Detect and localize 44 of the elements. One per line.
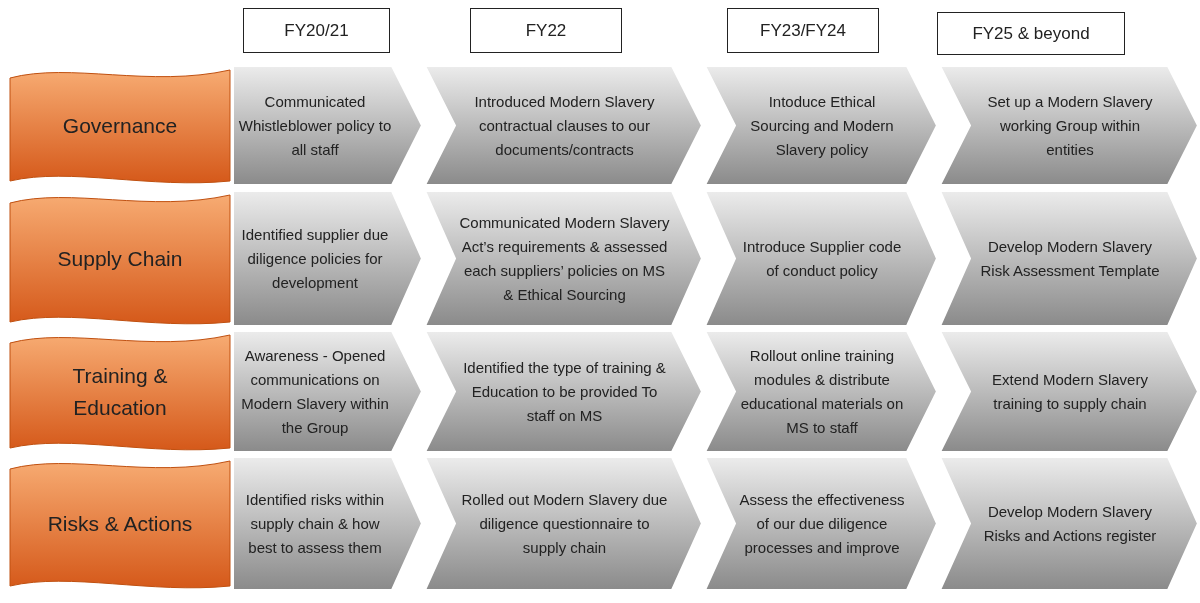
row-banner: [10, 191, 230, 326]
milestone-text: Rollout online training modules & distribute educational materials on MS to staff: [739, 345, 905, 438]
year-header: FY22: [470, 8, 622, 53]
row-title: Risks & Actions: [46, 510, 194, 537]
milestone-text: Identified the type of training & Education to be provided To staff on MS: [462, 357, 667, 426]
row-title: Training & Education: [71, 363, 169, 421]
row-banner: [10, 66, 230, 185]
milestone-text: Intoduce Ethical Sourcing and Modern Slavery policy: [749, 91, 895, 160]
year-header: FY25 & beyond: [937, 12, 1125, 55]
milestone-panel: [233, 331, 422, 452]
milestone-panel: [940, 331, 1198, 452]
milestone-panel: [425, 191, 702, 326]
milestone-text: Introduce Supplier code of conduct policy: [741, 236, 903, 281]
milestone-panel: [425, 331, 702, 452]
milestone-text: Set up a Modern Slavery working Group within entities: [986, 91, 1154, 160]
milestone-panel: [705, 457, 937, 590]
milestone-text: Develop Modern Slavery Risks and Actions register: [982, 501, 1158, 546]
milestone-panel: [705, 331, 937, 452]
year-header: FY20/21: [243, 8, 390, 53]
milestone-panel: [940, 191, 1198, 326]
milestone-panel: [705, 191, 937, 326]
milestone-panel: [233, 66, 422, 185]
milestone-text: Communicated Modern Slavery Act’s requirements & assessed each suppliers’ policies on MS & Ethical Sourcing: [458, 212, 671, 305]
milestone-panel: [425, 457, 702, 590]
milestone-text: Introduced Modern Slavery contractual clauses to our documents/contracts: [473, 91, 656, 160]
milestone-panel: [233, 191, 422, 326]
year-header: FY23/FY24: [727, 8, 879, 53]
milestone-text: Develop Modern Slavery Risk Assessment Template: [979, 236, 1161, 281]
milestone-text: Rolled out Modern Slavery due diligence questionnaire to supply chain: [460, 489, 669, 558]
row-banner: [10, 331, 230, 452]
row-title: Governance: [61, 112, 179, 139]
milestone-panel: [940, 457, 1198, 590]
milestone-text: Identified risks within supply chain & how best to assess them: [244, 489, 386, 558]
milestone-text: Identified supplier due diligence policies for development: [240, 224, 390, 293]
milestone-panel: [425, 66, 702, 185]
milestone-panel: [233, 457, 422, 590]
milestone-text: Assess the effectiveness of our due diligence processes and improve: [738, 489, 906, 558]
milestone-text: Awareness - Opened communications on Modern Slavery within the Group: [240, 345, 390, 438]
milestone-panel: [940, 66, 1198, 185]
milestone-panel: [705, 66, 937, 185]
milestone-text: Communicated Whistleblower policy to all staff: [238, 91, 392, 160]
milestone-text: Extend Modern Slavery training to supply chain: [991, 369, 1149, 414]
row-title: Supply Chain: [56, 245, 184, 272]
row-banner: [10, 457, 230, 590]
